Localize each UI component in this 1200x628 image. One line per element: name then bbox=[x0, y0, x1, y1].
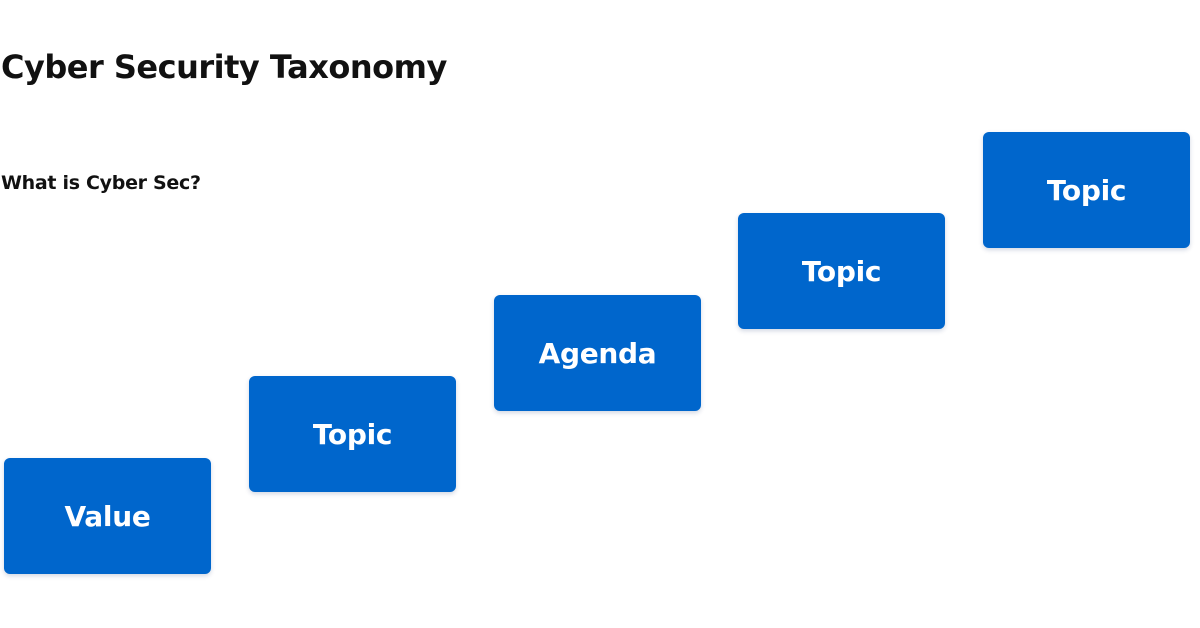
step-label: Topic bbox=[312, 417, 393, 451]
step-label: Value bbox=[64, 499, 151, 533]
step-box-topic-1[interactable]: Topic bbox=[249, 376, 456, 492]
step-label: Topic bbox=[1046, 173, 1127, 207]
step-box-value[interactable]: Value bbox=[4, 458, 211, 574]
page-title: Cyber Security Taxonomy bbox=[1, 48, 447, 86]
step-label: Topic bbox=[801, 254, 882, 288]
step-label: Agenda bbox=[538, 336, 657, 370]
step-box-agenda[interactable]: Agenda bbox=[494, 295, 701, 411]
step-box-topic-3[interactable]: Topic bbox=[983, 132, 1190, 248]
subtitle: What is Cyber Sec? bbox=[1, 172, 201, 194]
step-box-topic-2[interactable]: Topic bbox=[738, 213, 945, 329]
